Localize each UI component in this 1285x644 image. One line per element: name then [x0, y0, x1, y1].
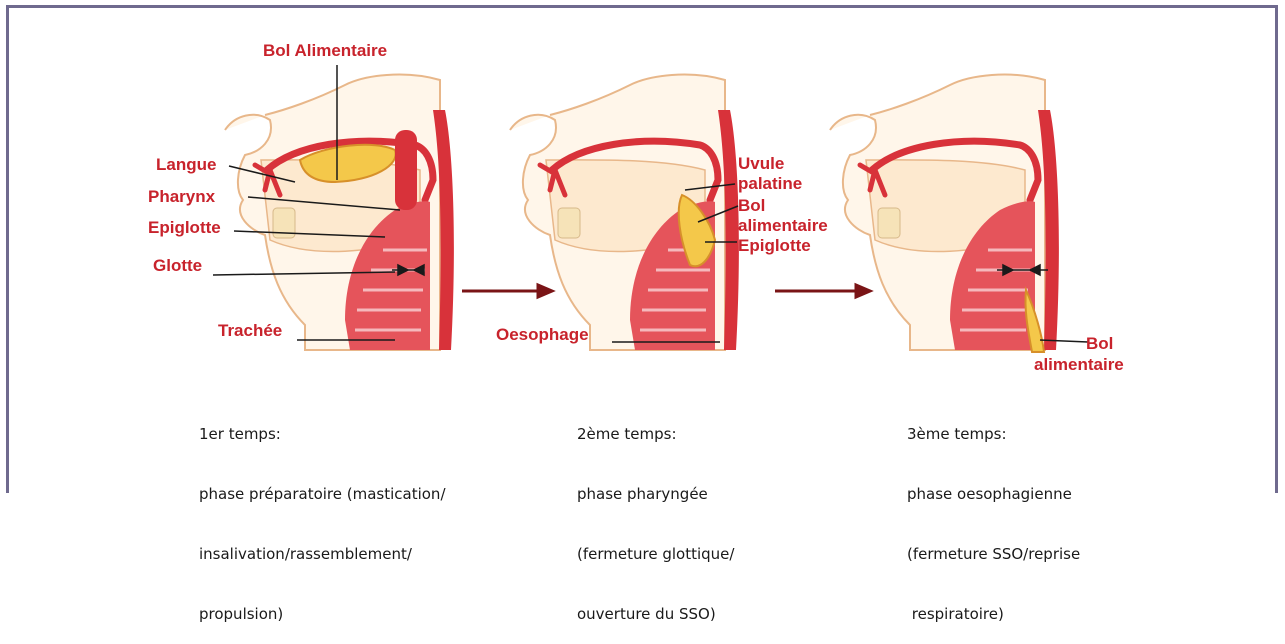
panel-stage-2 — [510, 75, 739, 350]
caption-stage-2-line: phase pharyngée — [577, 484, 734, 504]
panel-stage-1 — [225, 75, 454, 350]
label-bol-mid: Bol — [738, 196, 765, 215]
label-langue: Langue — [156, 155, 216, 174]
caption-stage-2-line: (fermeture glottique/ — [577, 544, 734, 564]
caption-stage-3-title: 3ème temps: — [907, 424, 1080, 444]
arrow-1-2 — [462, 285, 552, 297]
caption-stage-1-line: insalivation/rassemblement/ — [199, 544, 446, 564]
label-bol-right: Bol — [1086, 334, 1113, 353]
label-oesophage: Oesophage — [496, 325, 589, 344]
label-alimentaire-mid: alimentaire — [738, 216, 828, 235]
caption-stage-1-line: phase préparatoire (mastication/ — [199, 484, 446, 504]
label-epiglotte-2: Epiglotte — [738, 236, 811, 255]
label-trachee: Trachée — [218, 321, 282, 340]
caption-stage-3-line: (fermeture SSO/reprise — [907, 544, 1080, 564]
caption-stage-2-line: ouverture du SSO) — [577, 604, 734, 624]
panel-stage-3 — [830, 75, 1059, 352]
label-glotte: Glotte — [153, 256, 202, 275]
label-palatine: palatine — [738, 174, 802, 193]
label-pharynx: Pharynx — [148, 187, 215, 206]
caption-stage-3: 3ème temps: phase oesophagienne (fermetu… — [907, 384, 1080, 644]
caption-stage-3-line: phase oesophagienne — [907, 484, 1080, 504]
label-bol-alimentaire-top: Bol Alimentaire — [263, 41, 387, 60]
caption-stage-1-line: propulsion) — [199, 604, 446, 624]
caption-stage-1-title: 1er temps: — [199, 424, 446, 444]
caption-stage-2: 2ème temps: phase pharyngée (fermeture g… — [577, 384, 734, 644]
arrow-2-3 — [775, 285, 870, 297]
caption-stage-3-line: respiratoire) — [907, 604, 1080, 624]
caption-stage-1: 1er temps: phase préparatoire (masticati… — [199, 384, 446, 644]
label-epiglotte-1: Epiglotte — [148, 218, 221, 237]
label-alimentaire-right: alimentaire — [1034, 355, 1124, 374]
caption-stage-2-title: 2ème temps: — [577, 424, 734, 444]
label-uvule: Uvule — [738, 154, 784, 173]
